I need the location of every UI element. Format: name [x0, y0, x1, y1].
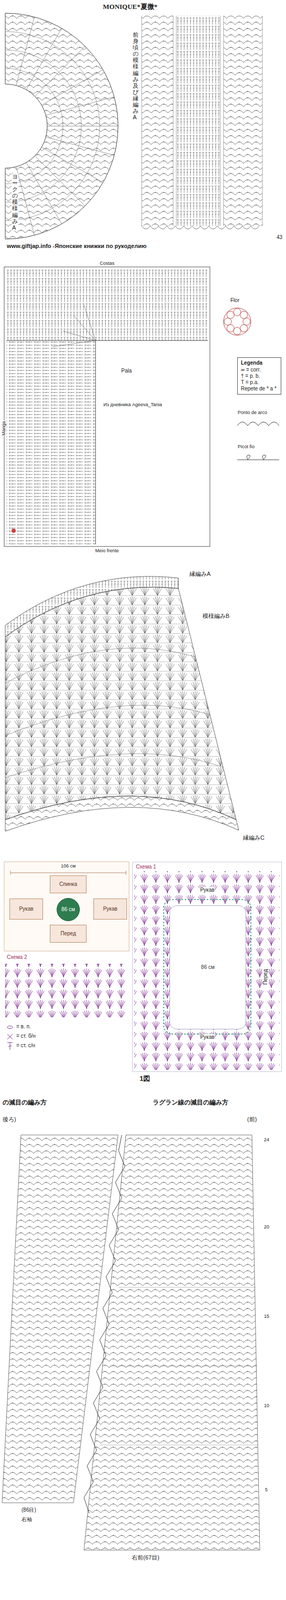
legend-text: Legenda	[240, 359, 263, 366]
watermark: www.giftjap.info -Японские книжки по рук…	[6, 242, 147, 250]
part-name: Перед	[60, 929, 77, 936]
pattern-name: 縁編みA	[188, 569, 211, 577]
legend-box: Legenda∞ = corr.† = p. b.T = p.a.Repete …	[237, 356, 282, 395]
part-name: Рукав	[199, 885, 215, 893]
legend-text: ∞ = corr.	[240, 366, 261, 373]
body-chart	[141, 15, 263, 229]
part-name: Costas	[99, 260, 115, 266]
legend-text: = ст. б/н	[15, 1031, 37, 1038]
chart-title: ラグラン線の減目の編み方	[152, 1097, 229, 1106]
stitch-name: Picot fio	[237, 443, 256, 449]
schematic	[4, 860, 130, 1049]
legend-text: Repete de * a *	[240, 385, 277, 392]
chart-title: Схема 2	[6, 952, 28, 960]
chart-frame: Схема 1 86 см	[132, 860, 282, 1071]
sleeve-piece: Рукав	[93, 897, 127, 919]
yoke-chart-2	[4, 266, 210, 546]
dimension: 106 см	[60, 862, 77, 868]
sleeve-piece: Рукав	[9, 897, 44, 919]
watermark: Из дневника Ageeva_Tania	[102, 401, 163, 407]
part-name: (前)	[246, 1114, 258, 1122]
chart-title: Схема 1	[134, 862, 157, 870]
picot-symbol	[237, 454, 280, 460]
row-number: 5	[264, 1485, 269, 1491]
dimension: 86 см	[200, 962, 215, 970]
part-name: Рукав	[18, 904, 34, 912]
part-name: Рукав	[102, 904, 118, 912]
legend-text: = в. п.	[15, 1022, 32, 1029]
row-number: 20	[263, 1222, 270, 1228]
part-name: 右前(67目)	[131, 1552, 161, 1560]
legend-text: † = p. b.	[240, 372, 260, 379]
part-name: Перед	[262, 967, 269, 985]
row-number: 15	[263, 1311, 270, 1318]
pattern-name: 縁編みC	[242, 833, 266, 841]
legend-text: T = p.a.	[240, 378, 259, 386]
figure-number: 1図	[139, 1073, 151, 1082]
part-name: Manga	[1, 419, 7, 436]
back-piece: Спинка	[49, 874, 87, 893]
part-name: Спинка	[59, 880, 78, 887]
legend-text: = ст. с/н	[15, 1041, 36, 1048]
motif-name: Flor	[229, 297, 240, 304]
part-name: 後ろ)	[2, 1114, 17, 1122]
page-number: 43	[276, 234, 283, 241]
front-piece: Перед	[49, 923, 87, 942]
part-name: Pala	[120, 367, 133, 374]
chart-title: の減目の編み方	[2, 1097, 48, 1106]
border-chart	[5, 575, 239, 831]
stitch-count: (86目)	[20, 1505, 37, 1512]
vertical-note: 前身頃の模様編み及び縁編みA	[132, 31, 140, 121]
part-name: Рукав	[199, 1032, 215, 1040]
scheme-chart	[134, 870, 280, 1069]
arc-stitch-symbol	[237, 421, 280, 426]
part-name: 右袖	[20, 1514, 33, 1521]
raglan-chart	[2, 1133, 260, 1549]
dimension: 86 см	[61, 905, 76, 912]
neck-circle: 86 см	[56, 896, 80, 920]
flower-motif	[223, 307, 251, 335]
stitch-name: Ponto de arco	[237, 409, 268, 415]
part-name: Meio frente	[94, 547, 120, 553]
row-number: 24	[263, 1135, 270, 1141]
neck-opening: 86 см	[169, 904, 247, 1029]
vertical-note: ヨークの模様編みA	[11, 173, 19, 231]
pattern-name: 模様編みB	[202, 611, 230, 619]
chart-title: MONIQUE*夏微*	[102, 3, 158, 12]
row-number: 10	[263, 1401, 270, 1407]
yoke-chart	[5, 13, 119, 239]
